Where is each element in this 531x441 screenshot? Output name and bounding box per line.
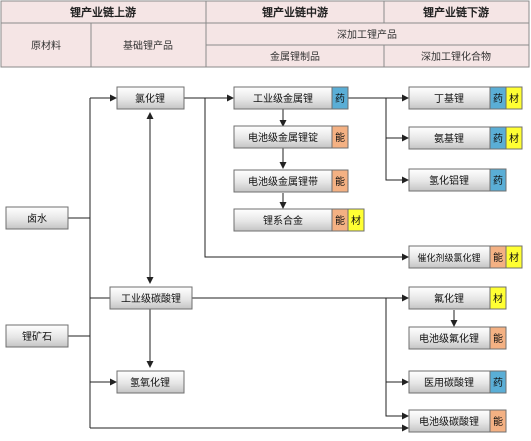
tag-material-li-alloy [347, 208, 365, 232]
tag-medicine-alh [489, 168, 507, 192]
tag-material-lif-text: 材 [493, 292, 503, 305]
tag-energy-li2co3-bat-text: 能 [493, 415, 503, 428]
header-midstream: 锂产业链中游 [262, 5, 328, 19]
nodes: 卤水 锂矿石 氯化锂 工业级碳酸锂 氢氧化锂 工业级金属锂 药 电池级金属锂锭 … [5, 86, 523, 433]
header-deep-compounds: 深加工锂化合物 [421, 50, 491, 63]
tag-material-catalyst [505, 245, 523, 269]
connectors [68, 94, 458, 432]
tag-medicine-alh-text: 药 [493, 175, 503, 187]
header-table: 锂产业链上游 锂产业链中游 锂产业链下游 原材料 基础锂产品 深加工锂产品 金属… [0, 0, 530, 68]
header-deep-processing: 深加工锂产品 [337, 28, 397, 41]
node-li2co3-bat-label: 电池级碳酸锂 [419, 415, 479, 428]
tag-energy-li-alloy-text: 能 [335, 214, 345, 227]
node-ore-label: 锂矿石 [22, 330, 52, 343]
tag-energy-li2co3-bat [489, 409, 507, 433]
tag-material-amide [505, 126, 523, 150]
node-brine-label: 卤水 [27, 212, 47, 225]
tag-medicine-li2co3-med-text: 药 [493, 377, 503, 389]
node-lioh [116, 370, 185, 394]
tag-medicine-li-ind [331, 86, 349, 110]
node-catalyst-label: 催化剂级氯化锂 [417, 252, 480, 264]
node-licl-label: 氯化锂 [135, 92, 165, 105]
licl-to-catalyst-arrow [204, 98, 409, 261]
tag-energy-catalyst-text: 能 [493, 251, 503, 264]
node-li-alloy-label: 锂系合金 [263, 214, 303, 227]
node-li2co3-ind [109, 286, 193, 310]
tag-medicine-li-ind-text: 药 [335, 93, 345, 105]
node-lif-bat-label: 电池级氟化锂 [419, 332, 479, 345]
node-li-strip-label: 电池级金属锂带 [248, 175, 318, 188]
tag-material-li-alloy-text: 材 [351, 214, 361, 227]
tag-material-butyl [505, 86, 523, 110]
tag-energy-lif-bat-text: 能 [493, 332, 503, 345]
header-upstream: 锂产业链上游 [70, 5, 136, 19]
node-ore [5, 324, 69, 348]
node-licl [116, 86, 185, 110]
tag-energy-li-strip-text: 能 [335, 175, 345, 188]
tag-material-butyl-text: 材 [509, 92, 519, 105]
tag-medicine-butyl-text: 药 [493, 93, 503, 105]
node-li2co3-ind-label: 工业级碳酸锂 [121, 292, 181, 305]
tag-energy-li-ingot-text: 能 [335, 131, 345, 144]
node-amide-label: 氨基锂 [434, 132, 464, 145]
node-butyl-label: 丁基锂 [434, 92, 464, 105]
tag-material-lif [489, 286, 507, 310]
li-ind-to-alh-arrow [385, 98, 409, 184]
node-brine [5, 206, 69, 230]
tag-material-amide-text: 材 [509, 132, 519, 145]
node-lif-label: 氟化锂 [434, 292, 464, 305]
tag-medicine-li2co3-med [489, 370, 507, 394]
node-li-ingot-label: 电池级金属锂锭 [248, 131, 318, 144]
header-downstream: 锂产业链下游 [423, 5, 489, 19]
tag-energy-li-strip [331, 169, 349, 193]
tag-medicine-amide-text: 药 [493, 133, 503, 145]
node-li-ind-label: 工业级金属锂 [253, 92, 313, 105]
node-li2co3-med-label: 医用碳酸锂 [424, 376, 474, 389]
node-alh-label: 氢化铝锂 [429, 174, 469, 187]
tag-material-catalyst-text: 材 [509, 251, 519, 264]
header-raw-materials: 原材料 [31, 39, 61, 52]
tag-energy-li-ingot [331, 125, 349, 149]
header-background [0, 0, 530, 68]
header-metal-products: 金属锂制品 [270, 50, 320, 63]
node-lioh-label: 氢氧化锂 [130, 376, 170, 389]
li2co3-down-branch-line [385, 298, 408, 417]
tag-energy-lif-bat [489, 326, 507, 350]
header-basic-products: 基础锂产品 [123, 39, 173, 52]
